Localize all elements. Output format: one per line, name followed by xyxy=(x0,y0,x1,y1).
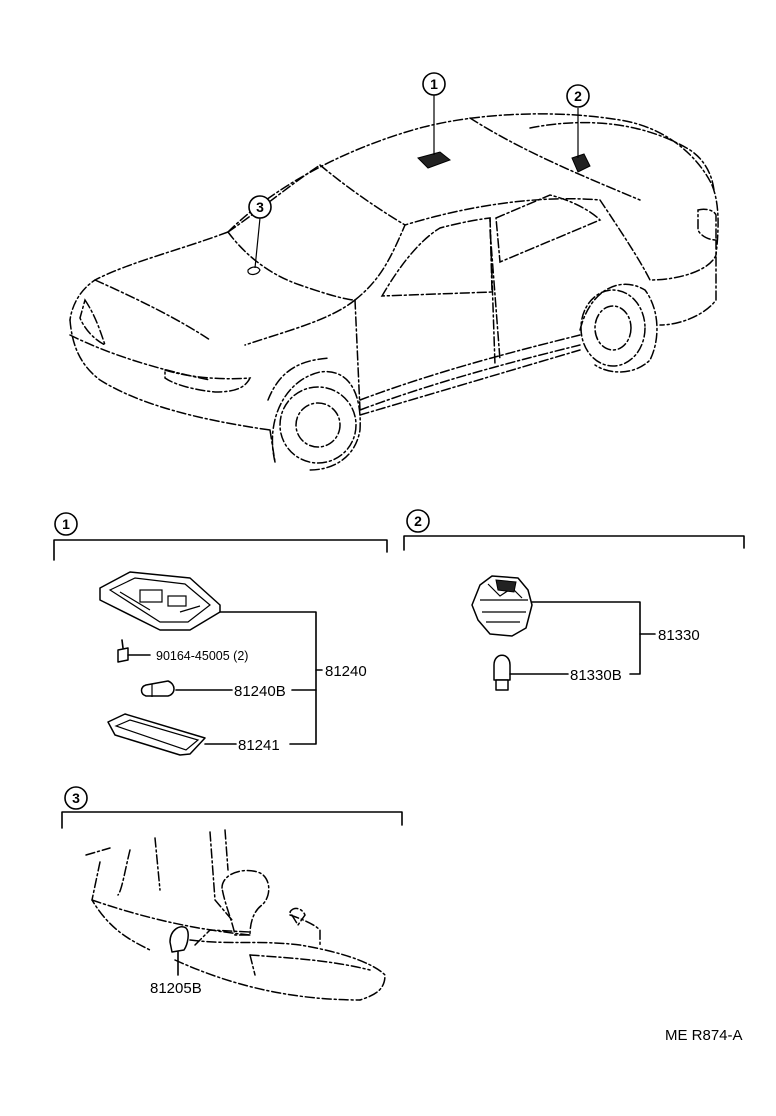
label-bulb-81240b: 81240B xyxy=(234,683,286,700)
section-2-marker: 2 xyxy=(406,509,430,533)
label-bulb-81330b: 81330B xyxy=(570,667,622,684)
callout-1: 1 xyxy=(422,72,446,96)
trunk-lamp-location-icon xyxy=(571,153,591,173)
car-illustration: 1 2 3 xyxy=(69,72,719,471)
section-3-marker: 3 xyxy=(64,786,88,810)
wedge-bulb-icon xyxy=(493,654,569,691)
dome-lamp-lens xyxy=(107,713,237,756)
label-lens-81241: 81241 xyxy=(238,737,280,754)
label-assembly-81330: 81330 xyxy=(658,627,700,644)
screw-icon xyxy=(117,639,151,663)
svg-text:2: 2 xyxy=(574,88,582,104)
section-2-trunk-lamp: 2 81330B 81330 xyxy=(403,509,745,691)
label-screw: 90164-45005 (2) xyxy=(156,649,248,663)
svg-text:3: 3 xyxy=(256,199,264,215)
section-1-marker: 1 xyxy=(54,512,78,536)
label-lamp-81205b: 81205B xyxy=(150,980,202,997)
svg-text:3: 3 xyxy=(72,790,80,806)
svg-text:1: 1 xyxy=(62,516,70,532)
callout-2: 2 xyxy=(566,84,590,108)
callout-3: 3 xyxy=(248,195,272,219)
dome-lamp-location-icon xyxy=(417,151,452,169)
section-3-console-lamp: 3 81205B xyxy=(61,786,403,1001)
console-lamp-location-icon xyxy=(247,266,261,276)
console-lamp-icon xyxy=(169,926,189,976)
section-1-dome-lamp: 1 xyxy=(53,512,388,756)
svg-text:1: 1 xyxy=(430,76,438,92)
svg-text:2: 2 xyxy=(414,513,422,529)
diagram-code: ME R874-A xyxy=(665,1027,743,1044)
trunk-lamp-housing xyxy=(471,575,533,637)
bulb-icon xyxy=(140,680,233,697)
label-assembly-81240: 81240 xyxy=(325,663,367,680)
dome-lamp-housing xyxy=(99,571,221,631)
